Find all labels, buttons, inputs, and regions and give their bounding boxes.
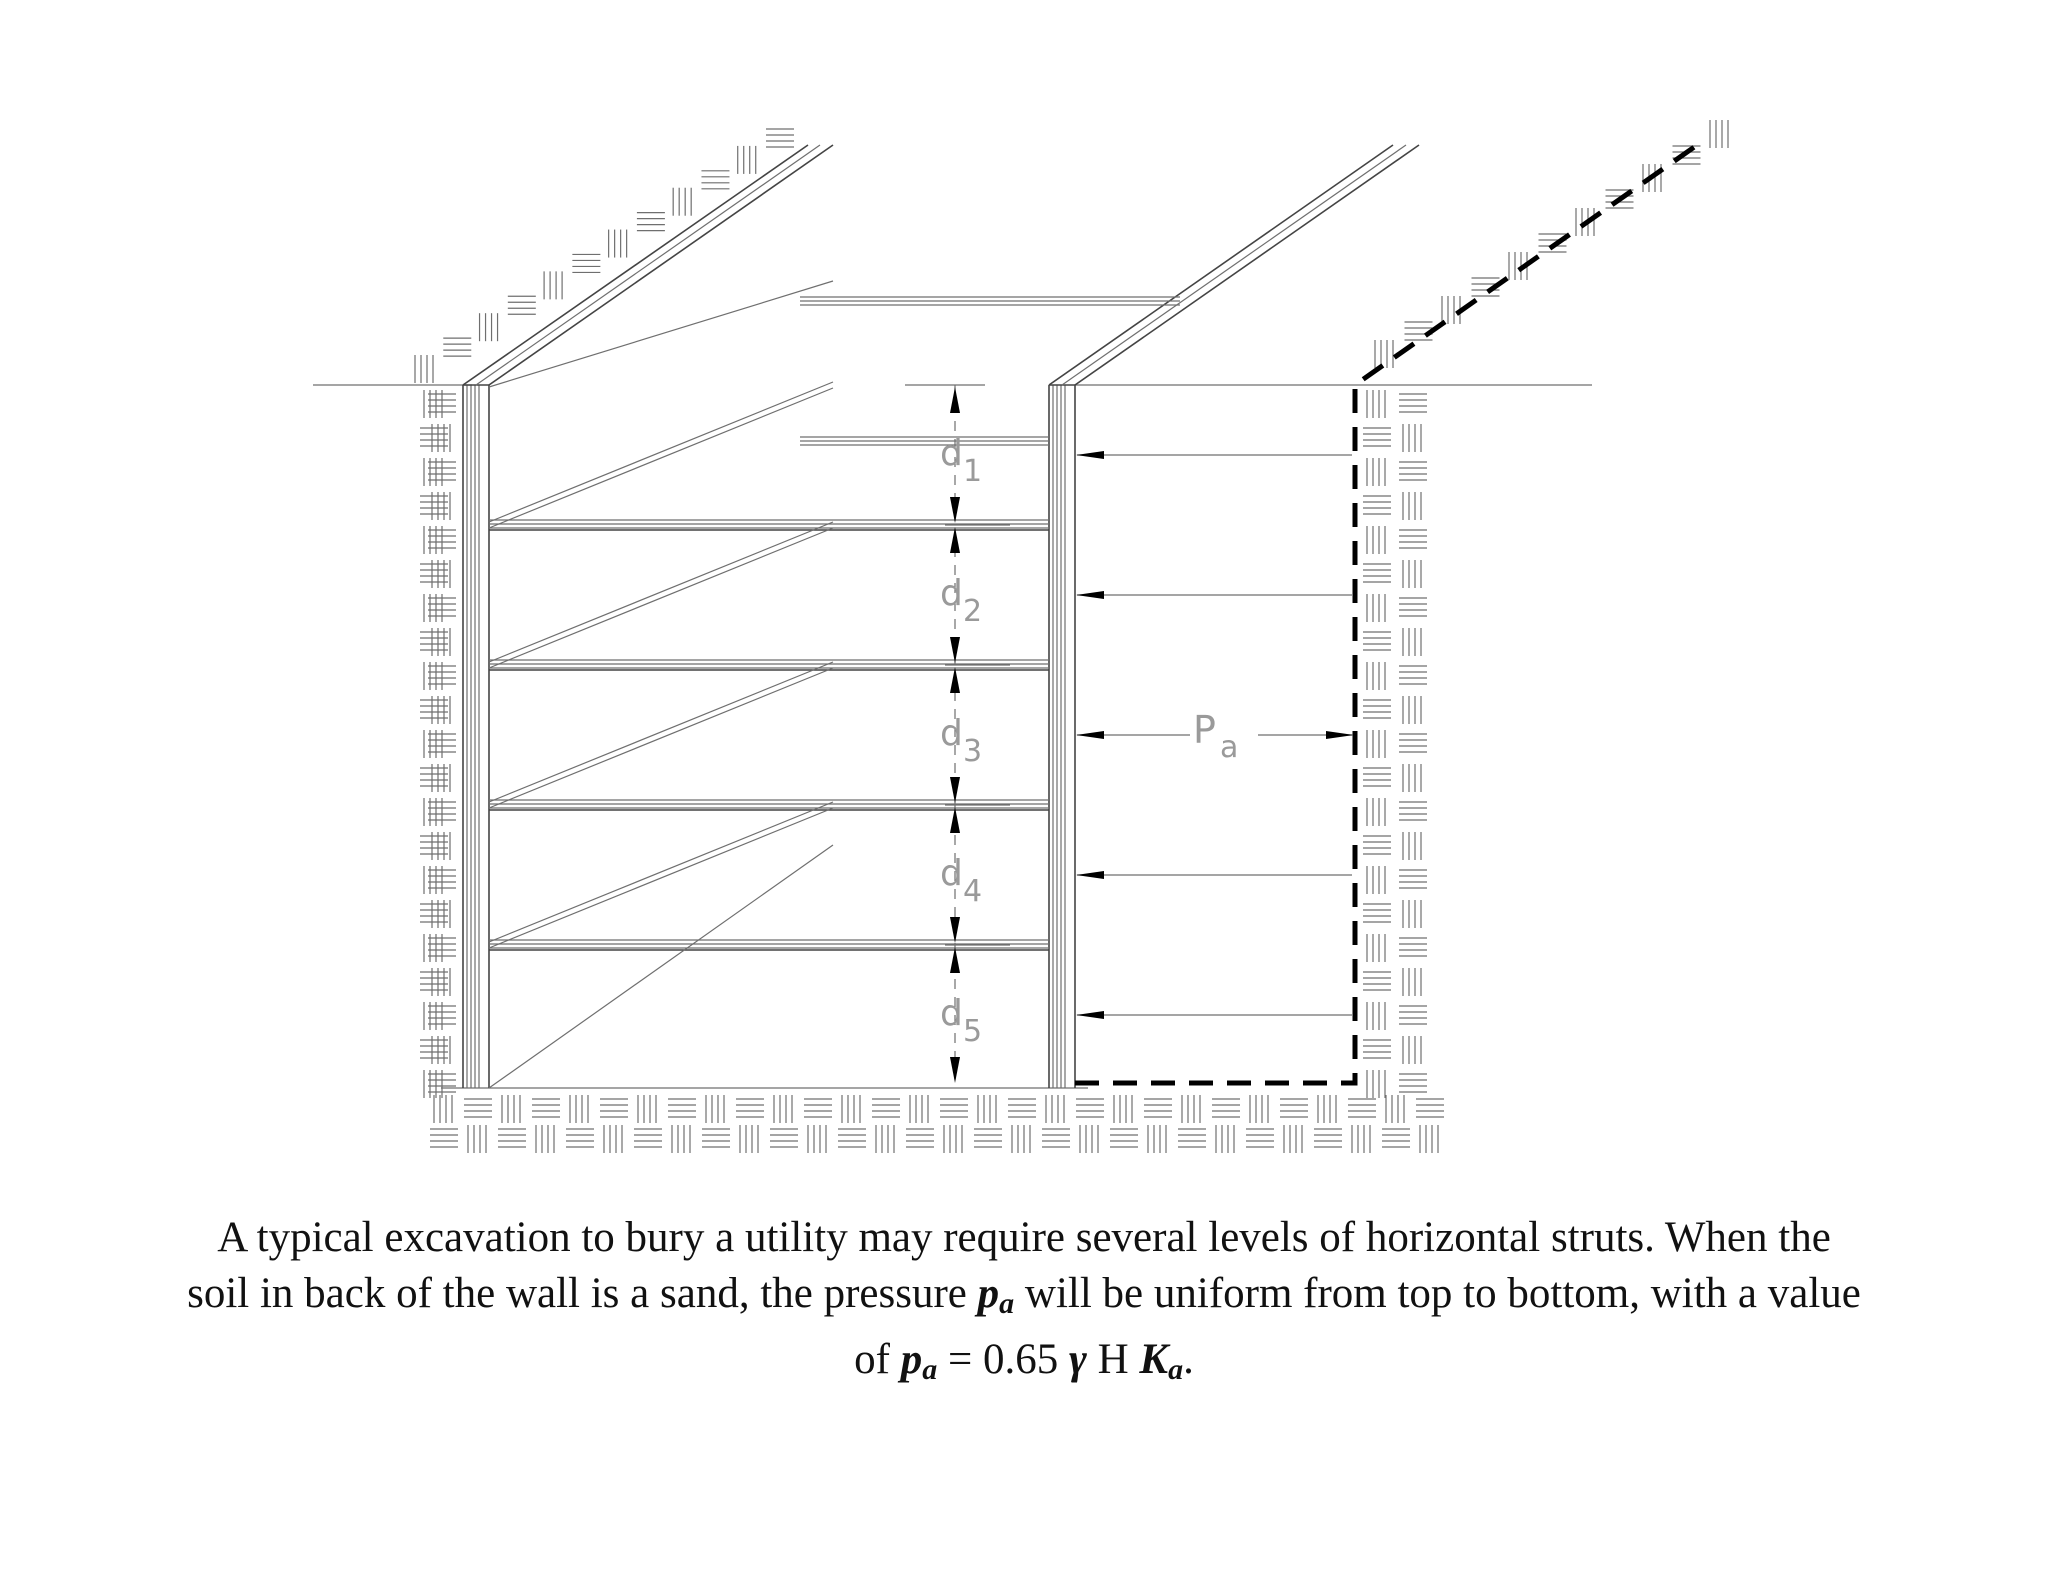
pressure-label: P a <box>1193 708 1238 765</box>
left-sheet-wall <box>462 384 490 1088</box>
gamma-symbol: γ <box>1068 1336 1087 1383</box>
dimension-label-sub: 4 <box>963 874 982 909</box>
pressure-label-sub: a <box>1220 730 1238 765</box>
dimension-label-sub: 5 <box>963 1014 982 1049</box>
ka-subscript: a <box>1168 1353 1184 1386</box>
dimension-label-main: d <box>940 993 963 1034</box>
dimension-label-main: d <box>940 573 963 614</box>
dimension-label-sub: 2 <box>963 594 982 629</box>
bottom-perspective-line <box>488 844 834 1089</box>
pa-symbol-2: pa <box>900 1336 938 1386</box>
caption-of: of <box>854 1336 890 1383</box>
wall-perspective-edges <box>462 144 1420 386</box>
horizontal-struts <box>488 280 1180 1089</box>
right-sheet-wall <box>1048 384 1076 1088</box>
strut-1 <box>488 381 1049 531</box>
earth-pressure-arrows <box>1076 451 1354 1019</box>
ka-symbol: Ka <box>1139 1336 1184 1386</box>
strut-3 <box>488 661 1049 811</box>
dimension-label-sub: 1 <box>963 454 982 489</box>
caption-line-3: of pa = 0.65 γ H Ka. <box>100 1332 1948 1398</box>
pressure-zone-outline <box>1075 140 1702 1086</box>
p-letter-2: p <box>900 1336 923 1383</box>
dimension-label-main: d <box>940 713 963 754</box>
a-subscript-2: a <box>922 1353 938 1386</box>
soil-hatching <box>414 120 1729 1153</box>
p-letter: p <box>977 1270 1000 1317</box>
dimension-label-main: d <box>940 853 963 894</box>
k-letter: K <box>1139 1336 1169 1383</box>
a-subscript: a <box>999 1287 1015 1320</box>
ground-surface <box>313 384 1592 1089</box>
caption-line-2b: will be uniform from top to bottom, with… <box>1024 1270 1861 1317</box>
caption-equation: = 0.65 <box>947 1336 1059 1383</box>
strut-4 <box>488 801 1049 951</box>
strut-top-far <box>488 280 1180 446</box>
caption-line-1: A typical excavation to bury a utility m… <box>217 1214 1831 1261</box>
strut-2 <box>488 521 1049 671</box>
dimension-label-main: d <box>940 433 963 474</box>
caption-line-2a: soil in back of the wall is a sand, the … <box>187 1270 967 1317</box>
strut-spacing-dimensions <box>905 384 1010 1085</box>
caption-period: . <box>1183 1336 1194 1383</box>
pressure-label-main: P <box>1193 708 1216 752</box>
figure-caption: A typical excavation to bury a utility m… <box>100 1210 1948 1398</box>
h-symbol: H <box>1097 1336 1129 1383</box>
dimension-label-sub: 3 <box>963 734 982 769</box>
pa-symbol: pa <box>977 1270 1015 1320</box>
caption-line-2: soil in back of the wall is a sand, the … <box>100 1266 1948 1332</box>
